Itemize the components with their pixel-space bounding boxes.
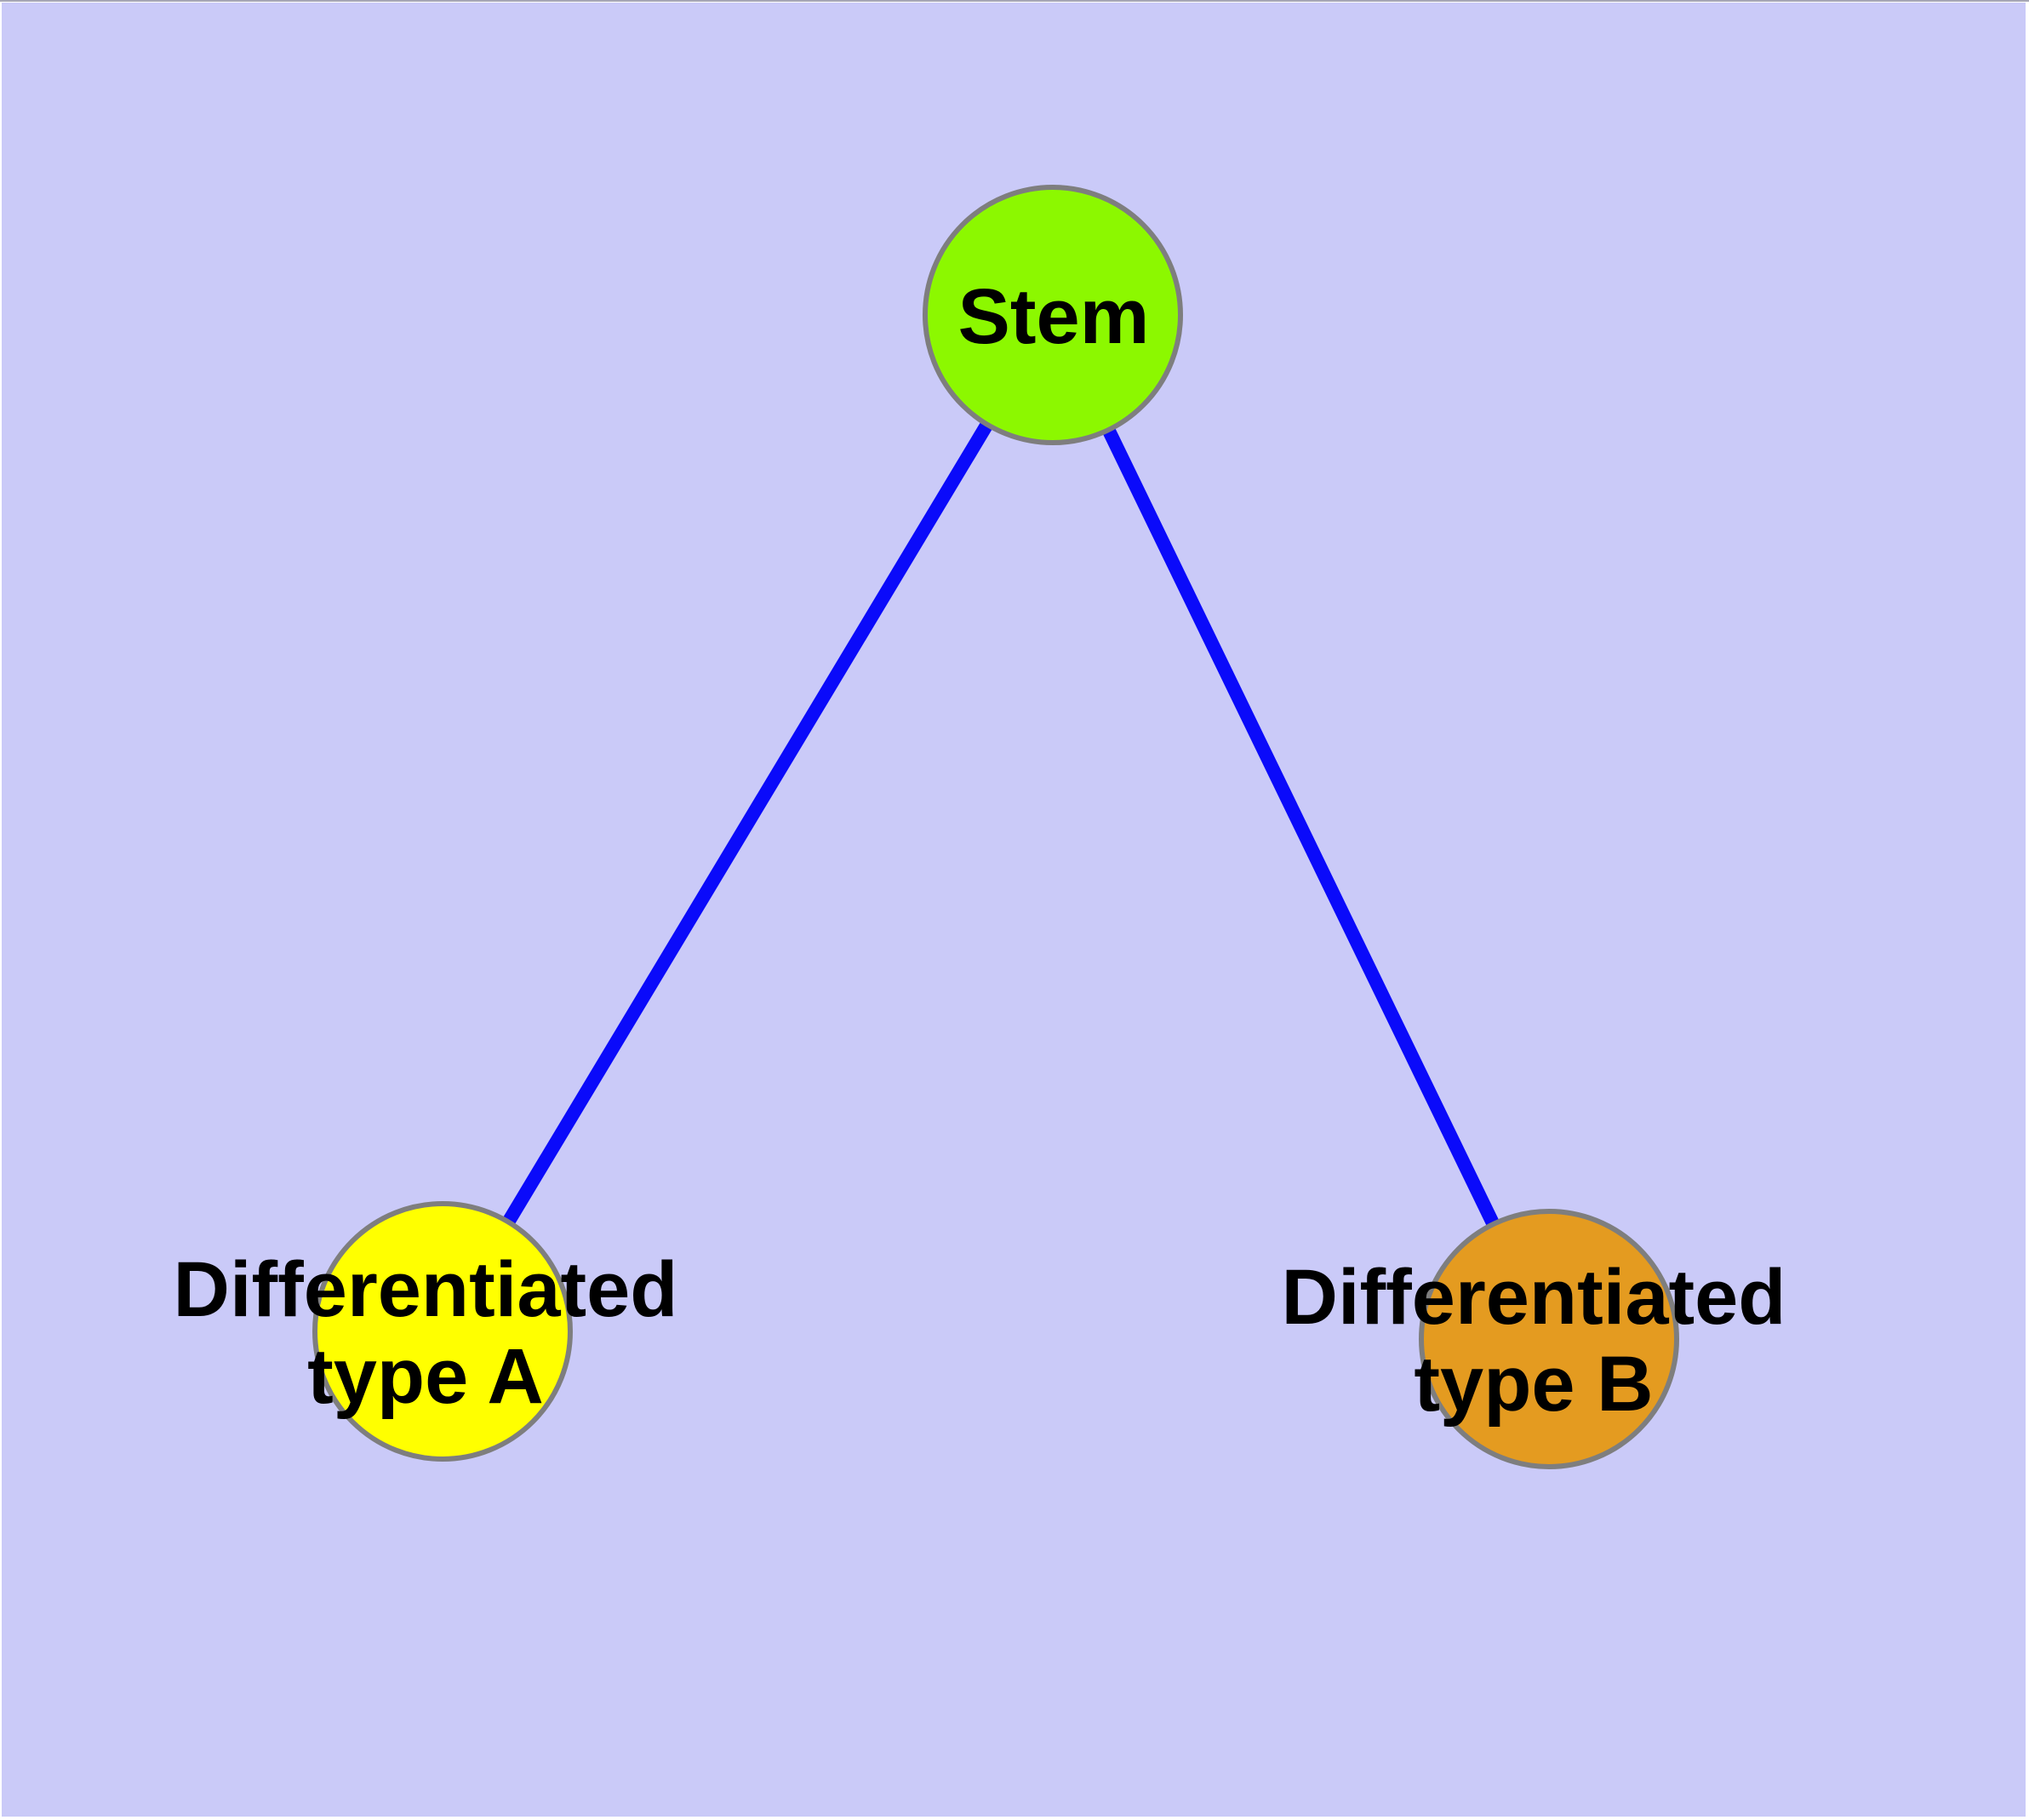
node-differentiated-type-b-label[interactable]: Differentiated type B: [1282, 1254, 1786, 1428]
node-stem-label-line-1: Stem: [957, 273, 1150, 360]
node-differentiated-type-a-label-line-1: Differentiated: [173, 1246, 678, 1333]
node-stem-circle[interactable]: [923, 185, 1183, 445]
node-differentiated-type-b-label-line-2: type B: [1414, 1341, 1654, 1428]
node-differentiated-type-a-label-line-2: type A: [307, 1333, 544, 1420]
edge-stem-to-type-b: [1046, 312, 1556, 1342]
edge-stem-to-type-a: [437, 311, 1059, 1336]
node-differentiated-type-a-circle[interactable]: [312, 1201, 573, 1462]
node-differentiated-type-b-circle[interactable]: [1419, 1209, 1679, 1469]
node-differentiated-type-b-label-line-1: Differentiated: [1281, 1254, 1786, 1341]
window-top-edge: [0, 0, 2029, 2]
node-differentiated-type-a-label[interactable]: Differentiated type A: [174, 1246, 678, 1420]
node-stem-label[interactable]: Stem: [958, 273, 1150, 360]
